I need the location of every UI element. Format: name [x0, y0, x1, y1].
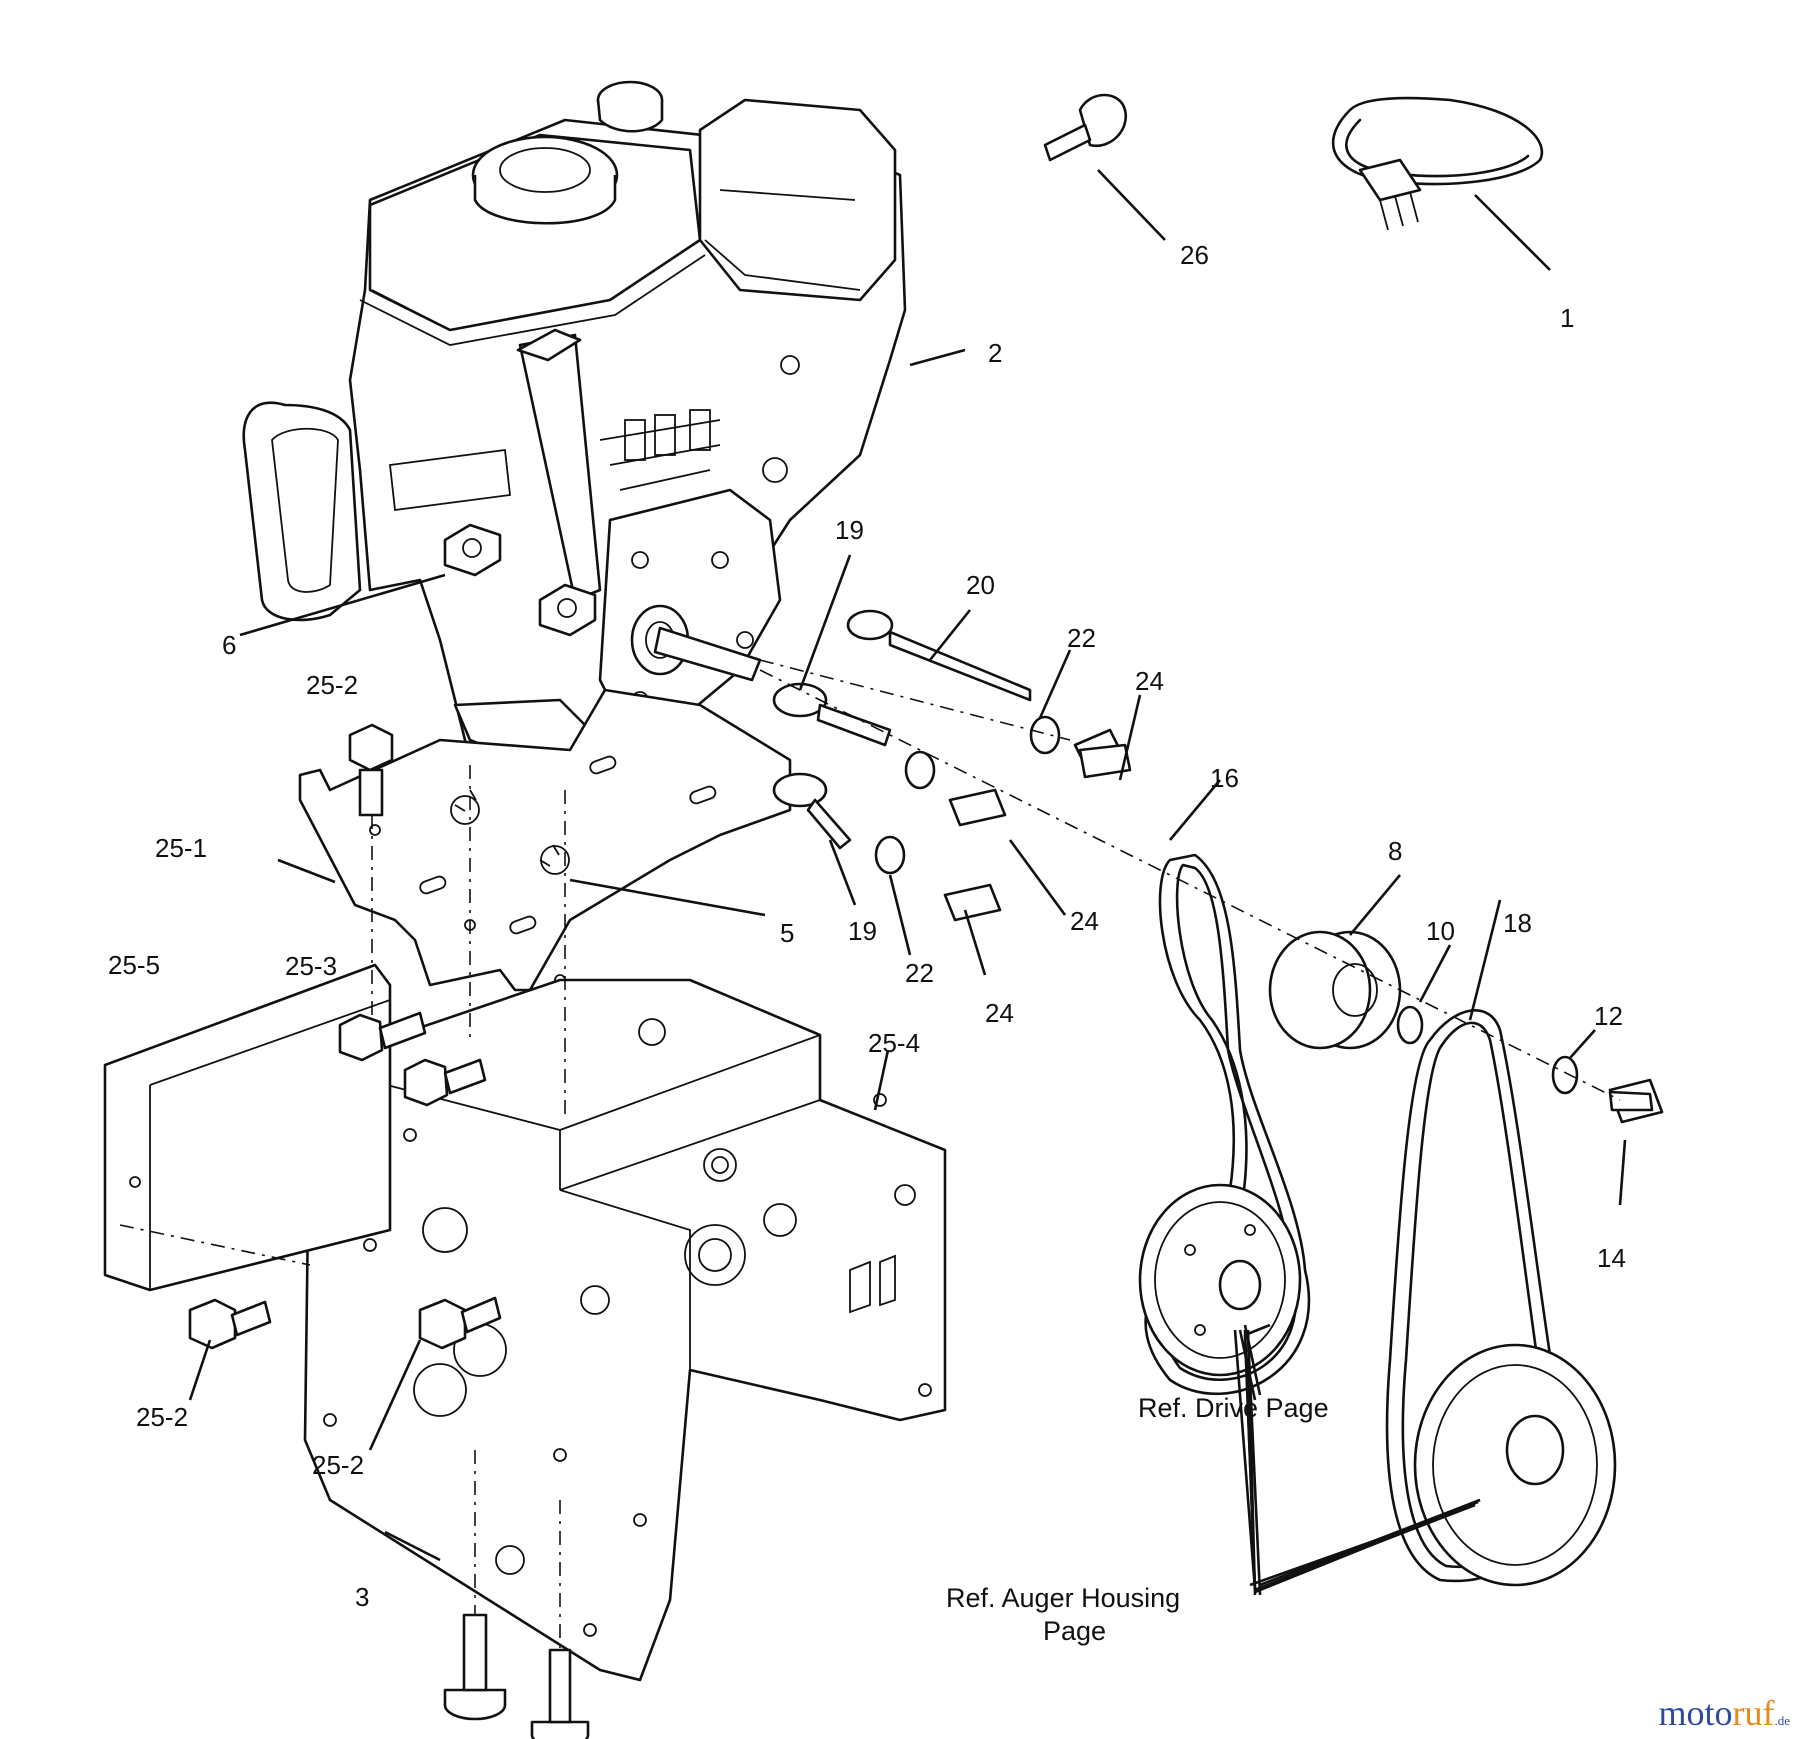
callout-25-4: 25-4: [868, 1028, 921, 1058]
callout-12: 12: [1594, 1001, 1623, 1031]
callout-20: 20: [966, 570, 995, 600]
callout-24-upper: 24: [1135, 666, 1164, 696]
callout-10: 10: [1426, 916, 1455, 946]
frame-body: [303, 978, 947, 1682]
callout-25-2-left: 25-2: [136, 1402, 189, 1432]
callout-25-1: 25-1: [155, 833, 208, 863]
ref-auger-housing-line1: Ref. Auger Housing: [946, 1583, 1181, 1613]
callout-25-2-top: 25-2: [306, 670, 359, 700]
small-parts: [1043, 93, 1543, 231]
callout-25-2-center: 25-2: [312, 1450, 365, 1480]
callout-24-middle: 24: [1070, 906, 1099, 936]
callout-19-upper: 19: [835, 515, 864, 545]
watermark-logo: motoruf.de: [1658, 1693, 1790, 1733]
bolts: [188, 723, 1664, 1739]
assembly-axis-lines: [119, 659, 1621, 1650]
callout-3: 3: [355, 1582, 370, 1612]
callout-25-5: 25-5: [108, 950, 161, 980]
shaft-hardware: [772, 609, 1579, 1095]
leader-lines: [188, 169, 1627, 1596]
callout-26: 26: [1180, 240, 1209, 270]
callout-22-upper: 22: [1067, 623, 1096, 653]
belts-and-pulleys: [1138, 853, 1617, 1587]
callout-25-3: 25-3: [285, 951, 338, 981]
callout-19-lower: 19: [848, 916, 877, 946]
callout-24-lower: 24: [985, 998, 1014, 1028]
callout-22-lower: 22: [905, 958, 934, 988]
callout-2: 2: [988, 338, 1003, 368]
callout-5: 5: [780, 918, 795, 948]
frame-plate: [298, 688, 792, 992]
ref-auger-housing-line2: Page: [1043, 1616, 1107, 1646]
callout-1: 1: [1560, 303, 1575, 333]
callout-8: 8: [1388, 836, 1403, 866]
callout-18: 18: [1503, 908, 1532, 938]
callout-16: 16: [1210, 763, 1239, 793]
callout-6: 6: [222, 630, 237, 660]
engine-assembly: [242, 80, 907, 792]
rear-panel: [103, 963, 392, 1292]
callout-14: 14: [1597, 1243, 1626, 1273]
ref-drive-page: Ref. Drive Page: [1138, 1393, 1329, 1423]
